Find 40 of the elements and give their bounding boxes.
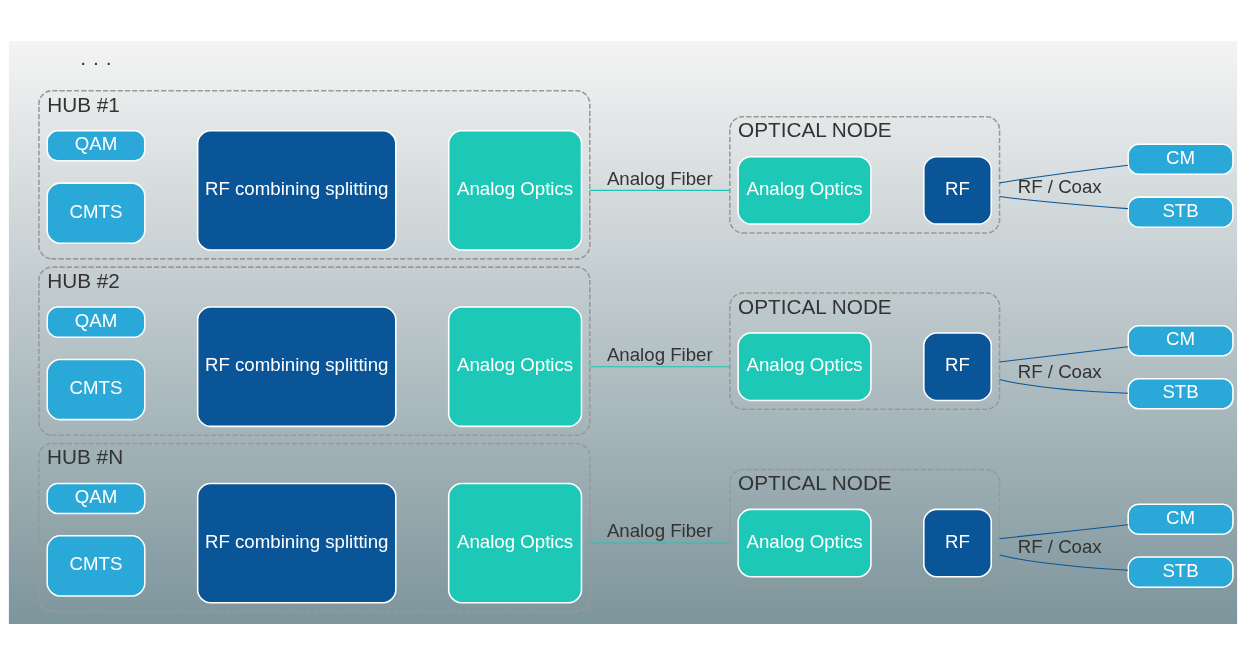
node-box: RF combining splitting [196, 129, 397, 251]
connector [999, 345, 1129, 362]
label: · · · [79, 49, 113, 73]
node-box: Analog Optics [447, 482, 583, 603]
node-box: CM [1127, 324, 1234, 357]
node-box: STB [1127, 555, 1234, 588]
node-box: RF [923, 508, 993, 578]
node-box: RF [923, 155, 993, 225]
node-box: CMTS [46, 181, 146, 244]
edge-label: RF / Coax [1017, 360, 1102, 382]
node-box: CM [1127, 142, 1234, 175]
node-box: CMTS [46, 534, 146, 597]
node-box: Analog Optics [447, 129, 583, 251]
node-box: Analog Optics [737, 508, 872, 578]
connector [589, 365, 731, 367]
node-box: STB [1127, 195, 1234, 228]
node-box: RF combining splitting [196, 305, 397, 427]
edge-label: Analog Fiber [606, 167, 713, 189]
node-box: Analog Optics [737, 331, 872, 401]
node-box: RF [923, 331, 993, 401]
node-box: CMTS [46, 358, 146, 420]
connector [589, 542, 731, 544]
connector [589, 189, 731, 191]
edge-label: RF / Coax [1017, 175, 1102, 197]
node-box: QAM [46, 305, 146, 338]
connector [999, 553, 1129, 571]
node-box: Analog Optics [447, 305, 583, 427]
connector [999, 523, 1129, 539]
connector [999, 195, 1129, 209]
edge-label: RF / Coax [1017, 535, 1102, 557]
connector [999, 378, 1129, 394]
node-box: QAM [46, 129, 146, 162]
node-box: Analog Optics [737, 155, 872, 225]
edge-label: Analog Fiber [606, 343, 713, 365]
edge-label: Analog Fiber [606, 519, 713, 541]
node-box: RF combining splitting [196, 482, 397, 603]
connector [999, 164, 1129, 183]
node-box: STB [1127, 377, 1234, 410]
node-box: CM [1127, 502, 1234, 535]
node-box: QAM [46, 482, 146, 514]
